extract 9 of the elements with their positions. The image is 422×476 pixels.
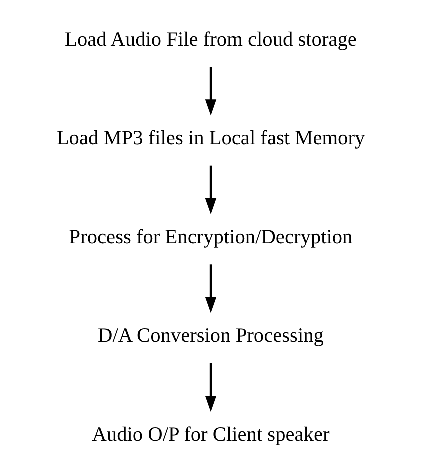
arrow xyxy=(205,166,217,214)
arrow xyxy=(205,363,217,412)
arrow xyxy=(205,264,217,314)
node-text: Load Audio File from cloud storage xyxy=(65,28,357,51)
node-text: Process for Encryption/Decryption xyxy=(69,226,353,248)
node-text: Audio O/P for Client speaker xyxy=(92,424,330,446)
node-text: Load MP3 files in Local fast Memory xyxy=(56,128,366,150)
node-text: D/A Conversion Processing xyxy=(98,325,324,348)
arrow xyxy=(205,67,217,116)
